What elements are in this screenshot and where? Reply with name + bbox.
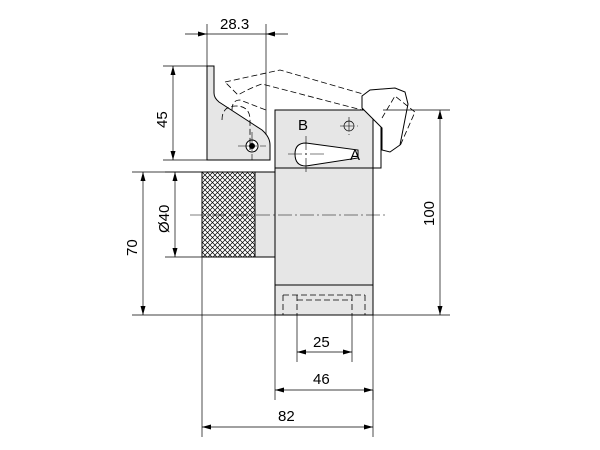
dim-top-width: 28.3 [185,16,288,135]
handle [361,87,416,153]
svg-text:70: 70 [124,239,141,256]
knurled-knob [201,171,256,258]
dim-right-height: 100 [373,109,450,316]
lever-open-position [224,69,371,111]
dim-clamp-height: 45 [154,65,207,161]
dim-knob-diameter: Ø40 [156,171,202,258]
label-b: B [298,117,308,134]
main-body [274,109,382,316]
svg-text:100: 100 [421,201,438,226]
svg-text:28.3: 28.3 [220,16,249,33]
dim-overall-width: 82 [201,257,374,437]
lever-a [288,136,359,175]
hub [254,171,276,258]
dim-base-width: 46 [274,315,374,400]
clamp-bracket [206,65,271,161]
svg-text:Ø40: Ø40 [156,205,173,233]
bottom-slot [282,294,366,315]
svg-text:46: 46 [313,371,330,388]
svg-text:82: 82 [278,408,295,425]
dim-slot-width: 25 [296,315,353,362]
dim-left-height: 70 [124,171,275,316]
svg-text:45: 45 [154,111,171,128]
svg-text:25: 25 [313,334,330,351]
label-a: A [350,147,360,164]
pivot-b [340,117,358,135]
